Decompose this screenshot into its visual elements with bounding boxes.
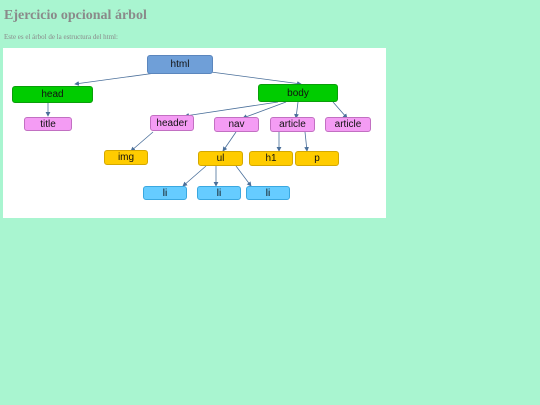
node-h1: h1 [249, 151, 293, 166]
node-header: header [150, 115, 194, 131]
node-body: body [258, 84, 338, 102]
edge-body-header [184, 101, 279, 118]
node-img: img [104, 150, 148, 165]
edge-ul-li-1 [182, 165, 207, 187]
node-li-3: li [246, 186, 290, 200]
edge-body-nav [242, 101, 287, 119]
node-article-2: article [325, 117, 371, 132]
intro-text: Este es el árbol de la estructura del ht… [4, 33, 118, 41]
node-title: title [24, 117, 72, 131]
node-head: head [12, 86, 93, 103]
edge-ul-li-3 [235, 165, 252, 187]
node-li-2: li [197, 186, 241, 200]
html-tree-diagram: html head body title header nav article … [3, 48, 386, 218]
edge-html-body [210, 71, 302, 86]
edge-html-head [74, 71, 164, 86]
edge-nav-ul [222, 131, 237, 152]
node-li-1: li [143, 186, 187, 200]
edge-header-img [130, 131, 154, 152]
node-html: html [147, 55, 213, 74]
node-article-1: article [270, 117, 315, 132]
node-ul: ul [198, 151, 243, 166]
edge-article-p [304, 131, 309, 152]
page-title: Ejercicio opcional árbol [4, 8, 147, 23]
edge-body-article-1 [294, 101, 299, 119]
node-p: p [295, 151, 339, 166]
edge-body-article-2 [332, 101, 348, 119]
tree-connectors [45, 71, 348, 187]
node-nav: nav [214, 117, 259, 132]
